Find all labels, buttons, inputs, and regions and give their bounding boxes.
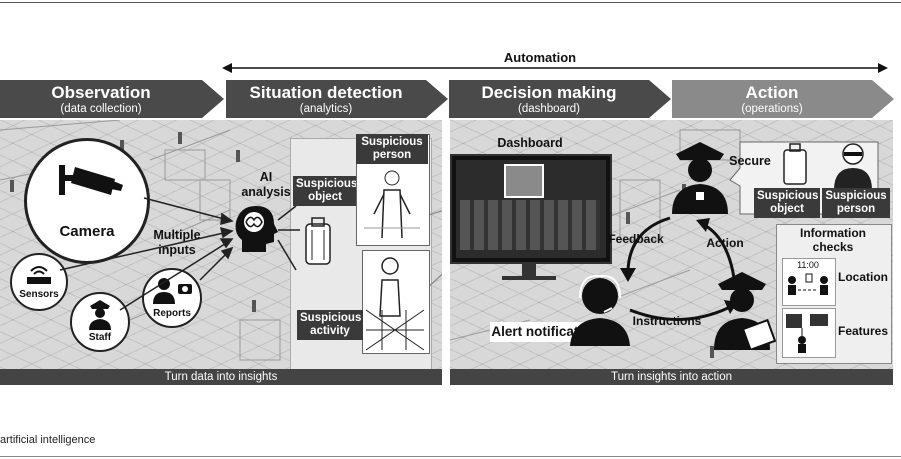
sensors-circle: Sensors xyxy=(10,253,68,311)
clock-time: 11:00 xyxy=(797,260,819,270)
ai-head-icon xyxy=(235,206,278,252)
stage-title: Observation xyxy=(51,83,151,102)
dashboard-label: Dashboard xyxy=(497,136,563,150)
monitor-stand xyxy=(522,262,536,276)
stage-subtitle: (analytics) xyxy=(299,103,353,115)
secured-luggage-icon xyxy=(783,143,807,185)
stage-title: Decision making xyxy=(481,83,617,102)
city-sketch xyxy=(0,120,431,361)
dashboard-monitor xyxy=(450,154,612,264)
suspicious-activity-image xyxy=(362,250,430,354)
staff-circle: Staff xyxy=(70,292,130,352)
stage-observation: Observation (data collection) xyxy=(0,80,224,118)
stage-decision-making: Decision making (dashboard) xyxy=(449,80,671,118)
camera-icon xyxy=(59,165,123,195)
information-checks-title: Information checks xyxy=(800,226,866,254)
stage-subtitle: (data collection) xyxy=(60,103,142,115)
ai-analysis-label: AI analysis xyxy=(241,170,291,199)
activity-sketch xyxy=(365,257,425,351)
action-suspicious-object-label: Suspicious object xyxy=(754,188,820,218)
reporter-icon xyxy=(153,278,192,304)
stage-situation-detection: Situation detection (analytics) xyxy=(226,80,448,118)
dashboard-widgets xyxy=(460,200,600,250)
location-label: Location xyxy=(838,270,888,284)
stage-action: Action (operations) xyxy=(672,80,894,118)
bottom-rule xyxy=(0,456,901,457)
camera-circle: Camera xyxy=(24,138,150,264)
suspect-person-icon xyxy=(834,143,872,190)
features-icon xyxy=(786,314,828,353)
stage-subtitle: (dashboard) xyxy=(517,103,580,115)
officer-with-device-icon xyxy=(714,272,777,350)
luggage-icon xyxy=(305,217,331,265)
caption-fragment: artificial intelligence xyxy=(0,434,96,446)
scene-left: Camera Sensors Staff Reports Multiple in… xyxy=(0,120,442,385)
footer-left: Turn data into insights xyxy=(0,369,442,385)
top-rule xyxy=(0,2,901,3)
stage-title: Action xyxy=(745,83,799,102)
multiple-inputs-label: Multiple inputs xyxy=(153,228,201,257)
input-arrows xyxy=(59,197,442,311)
secure-label: Secure xyxy=(729,154,771,168)
footer-right: Turn insights into action xyxy=(450,369,893,385)
cycle-arrows xyxy=(620,216,738,322)
action-suspicious-person-label: Suspicious person xyxy=(822,188,890,218)
operator-headset-icon xyxy=(570,274,630,346)
action-label: Action xyxy=(706,236,744,250)
staff-label: Staff xyxy=(88,332,112,343)
reports-label: Reports xyxy=(153,308,191,319)
monitor-base xyxy=(502,276,556,280)
instructions-label: Instructions xyxy=(632,314,702,328)
location-map-icon xyxy=(788,273,828,295)
dashboard-video-panel xyxy=(504,164,544,198)
scene-right: Dashboard Alert notification Feedback In… xyxy=(450,120,893,385)
router-icon xyxy=(27,266,51,284)
guard-icon xyxy=(89,300,111,330)
features-label: Features xyxy=(837,324,889,338)
police-officer-icon xyxy=(672,142,728,214)
suspicious-object-label: Suspicious object xyxy=(293,176,357,206)
feedback-label: Feedback xyxy=(608,232,664,246)
reports-circle: Reports xyxy=(142,268,202,328)
camera-label: Camera xyxy=(59,223,115,240)
automation-arrow xyxy=(222,63,888,73)
automation-label: Automation xyxy=(480,50,600,65)
sensors-label: Sensors xyxy=(19,289,59,300)
suspicious-activity-label: Suspicious activity xyxy=(297,310,363,340)
stage-title: Situation detection xyxy=(249,83,403,102)
stage-subtitle: (operations) xyxy=(741,103,803,115)
person-sketch xyxy=(364,170,420,239)
suspicious-person-label: Suspicious person xyxy=(356,134,428,164)
